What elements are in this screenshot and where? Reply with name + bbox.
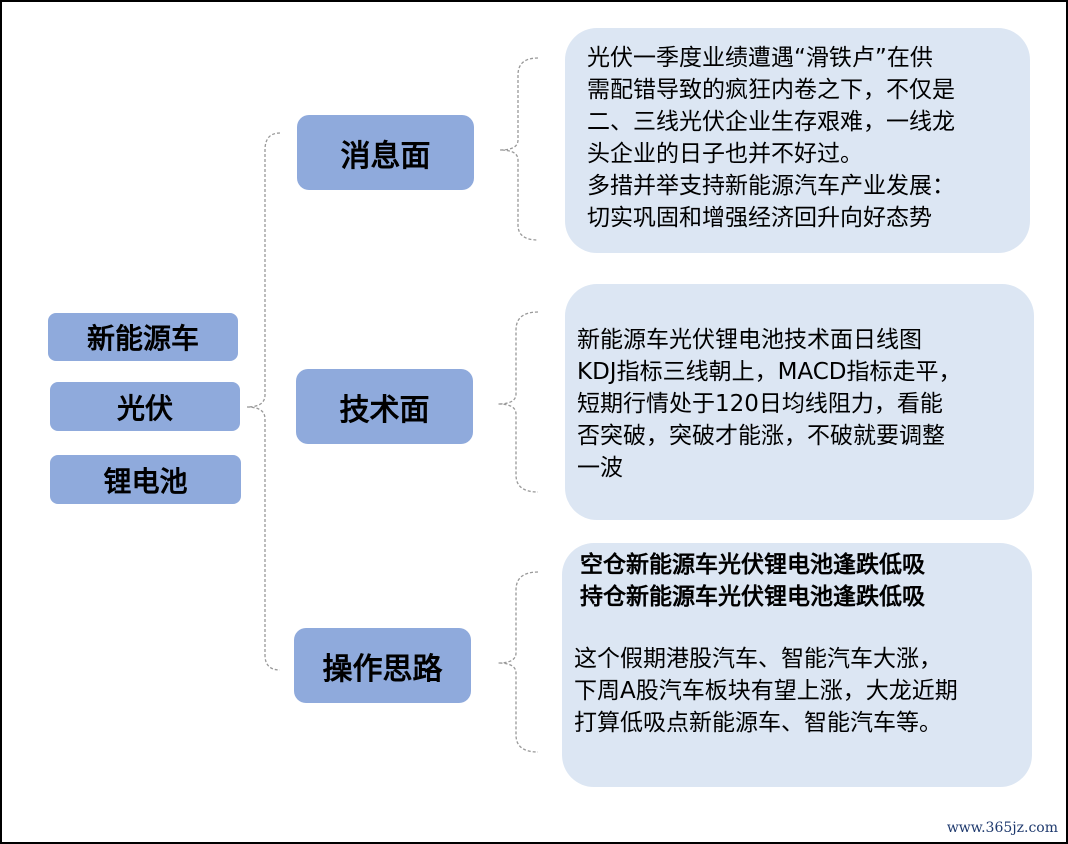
technical-line: KDJ指标三线朝上，MACD指标走平， (577, 359, 962, 385)
branch-technical: 技术面 (296, 369, 473, 444)
technical-detail-box: 新能源车光伏锂电池技术面日线图 KDJ指标三线朝上，MACD指标走平， 短期行情… (565, 284, 1034, 520)
technical-line: 短期行情处于120日均线阻力，看能 (577, 391, 943, 417)
technical-line: 否突破，突破才能涨，不破就要调整 (577, 423, 945, 449)
main-bracket (246, 132, 281, 671)
topic-new-energy-vehicles: 新能源车 (48, 313, 238, 361)
strategy-line: 下周A股汽车板块有望上涨，大龙近期 (574, 678, 958, 704)
watermark: www.365jz.com (946, 820, 1058, 836)
news-line: 头企业的日子也并不好过。 (587, 141, 863, 167)
strategy-headline: 空仓新能源车光伏锂电池逢跌低吸 (580, 552, 925, 578)
news-line: 切实巩固和增强经济回升向好态势 (587, 205, 932, 231)
strategy-line: 打算低吸点新能源车、智能汽车等。 (574, 710, 942, 736)
technical-line: 新能源车光伏锂电池技术面日线图 (577, 327, 922, 353)
bracket-ops (497, 571, 539, 753)
topic-lithium-battery: 锂电池 (50, 455, 241, 504)
bracket-news (499, 57, 539, 241)
branch-news: 消息面 (297, 115, 474, 190)
strategy-headline: 持仓新能源车光伏锂电池逢跌低吸 (580, 584, 925, 610)
news-line: 多措并举支持新能源汽车产业发展： (587, 173, 955, 199)
strategy-line: 这个假期港股汽车、智能汽车大涨， (574, 646, 942, 672)
news-line: 光伏一季度业绩遭遇“滑铁卢”在供 (587, 45, 933, 71)
news-detail-box: 光伏一季度业绩遭遇“滑铁卢”在供 需配错导致的疯狂内卷之下，不仅是 二、三线光伏… (565, 28, 1030, 253)
bracket-tech (497, 311, 539, 493)
news-line: 二、三线光伏企业生存艰难，一线龙 (587, 109, 955, 135)
technical-line: 一波 (577, 455, 623, 481)
strategy-detail-box: 空仓新能源车光伏锂电池逢跌低吸 持仓新能源车光伏锂电池逢跌低吸 这个假期港股汽车… (562, 543, 1032, 787)
topic-photovoltaic: 光伏 (50, 382, 240, 431)
news-line: 需配错导致的疯狂内卷之下，不仅是 (587, 77, 955, 103)
branch-strategy: 操作思路 (294, 628, 471, 703)
